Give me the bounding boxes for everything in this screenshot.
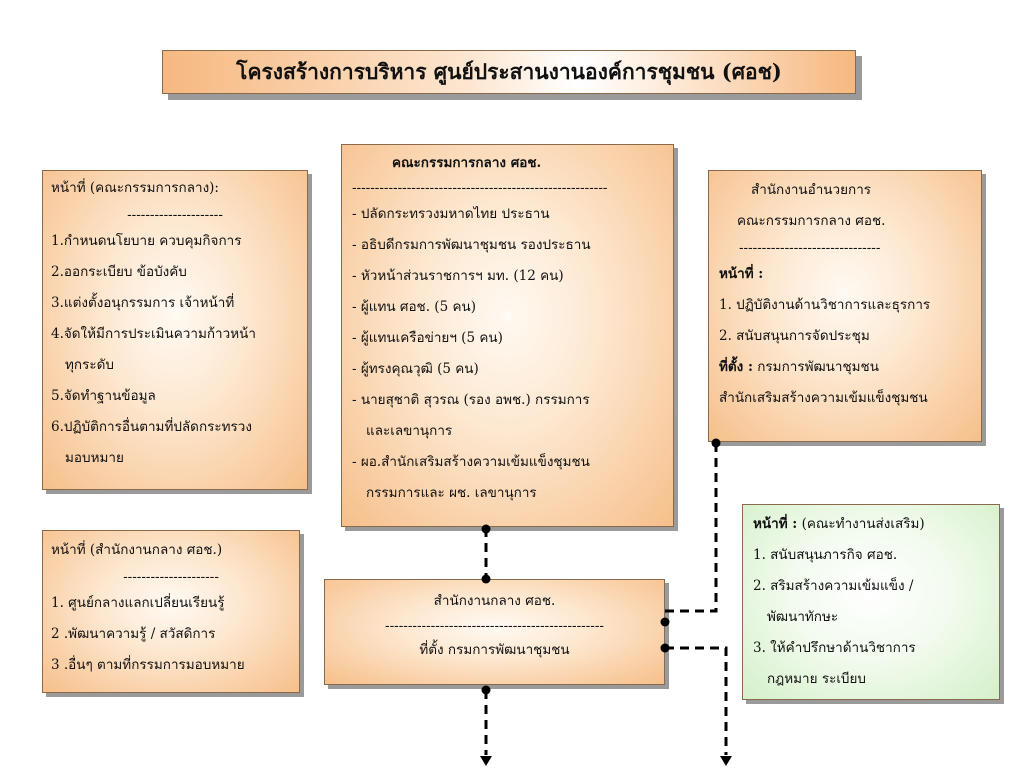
- divider: ----------------------------------------…: [385, 618, 604, 634]
- admin-office-heading: สำนักงานอำนวยการ: [751, 182, 872, 198]
- connector-dot: [481, 574, 491, 584]
- list-item: และเลขานุการ: [366, 423, 453, 439]
- list-item: - ผู้ทรงคุณวุฒิ (5 คน): [352, 361, 479, 377]
- list-item: มอบหมาย: [65, 450, 124, 466]
- connector-dot: [481, 685, 491, 695]
- central-office-heading: สำนักงานกลาง ศอช.: [433, 593, 556, 609]
- connector-dot: [660, 617, 670, 627]
- location-label: ที่ตั้ง :: [719, 359, 753, 375]
- list-item: 3 .อื่นๆ ตามที่กรรมการมอบหมาย: [51, 657, 245, 673]
- divider: ---------------------: [123, 569, 219, 585]
- divider: ---------------------: [127, 207, 223, 223]
- list-item: - หัวหน้าส่วนราชการฯ มท. (12 คน): [352, 268, 564, 284]
- list-item: ทุกระดับ: [65, 357, 114, 373]
- list-item: - ผู้แทนเครือข่ายฯ (5 คน): [352, 330, 503, 346]
- list-item: 2. สนับสนุนการจัดประชุม: [719, 328, 870, 344]
- list-item: พัฒนาทักษะ: [767, 609, 839, 625]
- location-line: ที่ตั้ง : กรมการพัฒนาชุมชน: [719, 352, 971, 383]
- box-admin-office: สำนักงานอำนวยการ คณะกรรมการกลาง ศอช. ---…: [708, 170, 982, 442]
- box-committee-duties: หน้าที่ (คณะกรรมการกลาง): --------------…: [42, 170, 308, 490]
- list-item: 3.แต่งตั้งอนุกรรมการ เจ้าหน้าที่: [51, 295, 235, 311]
- list-item: กฎหมาย ระเบียบ: [767, 671, 866, 687]
- list-item: 5.จัดทำฐานข้อมูล: [51, 388, 156, 404]
- working-group-heading: หน้าที่ : (คณะทำงานส่งเสริม): [753, 509, 989, 540]
- list-item: 2.ออกระเบียบ ข้อบังคับ: [51, 264, 187, 280]
- list-item: - อธิบดีกรมการพัฒนาชุมชน รองประธาน: [352, 237, 591, 253]
- divider: ----------------------------------------…: [352, 180, 608, 196]
- list-item: 1. สนับสนุนภารกิจ ศอช.: [753, 547, 898, 563]
- box-central-office-duties: หน้าที่ (สำนักงานกลาง ศอช.) ------------…: [42, 530, 300, 693]
- connector-dot: [481, 524, 491, 534]
- chart-title: โครงสร้างการบริหาร ศูนย์ประสานงานองค์การ…: [162, 50, 856, 94]
- list-item: 1.กำหนดนโยบาย ควบคุมกิจการ: [51, 233, 242, 249]
- central-office-location: ที่ตั้ง กรมการพัฒนาชุมชน: [419, 642, 570, 658]
- admin-office-heading: คณะกรรมการกลาง ศอช.: [737, 213, 886, 229]
- duty-label: หน้าที่ :: [753, 516, 798, 532]
- arrow-head-down: [480, 756, 492, 766]
- connector-office-to-admin: [665, 442, 718, 613]
- list-item: 2 .พัฒนาความรู้ / สวัสดิการ: [51, 626, 216, 642]
- list-item: กรรมการและ ผช. เลขานุการ: [366, 485, 537, 501]
- divider: -------------------------------: [739, 240, 881, 256]
- list-item: 4.จัดให้มีการประเมินความก้าวหน้า: [51, 326, 256, 342]
- list-item: 3. ให้คำปรึกษาด้านวิชาการ: [753, 640, 916, 656]
- arrow-head-down: [720, 756, 732, 766]
- list-item: 1. ศูนย์กลางแลกเปลี่ยนเรียนรู้: [51, 595, 225, 611]
- connector-dot: [711, 438, 721, 448]
- location-line: สำนักเสริมสร้างความเข้มแข็งชุมชน: [719, 390, 928, 406]
- list-item: - นายสุชาติ สุวรณ (รอง อพช.) กรรมการ: [352, 392, 590, 408]
- list-item: - ผู้แทน ศอช. (5 คน): [352, 299, 476, 315]
- committee-duties-heading: หน้าที่ (คณะกรรมการกลาง):: [51, 180, 219, 196]
- box-central-office: สำนักงานกลาง ศอช. ----------------------…: [324, 579, 665, 685]
- working-group-name: (คณะทำงานส่งเสริม): [801, 516, 925, 532]
- connector-dot: [660, 643, 670, 653]
- central-office-duties-heading: หน้าที่ (สำนักงานกลาง ศอช.): [51, 542, 223, 558]
- location-value: กรมการพัฒนาชุมชน: [757, 359, 879, 375]
- list-item: 2. สริมสร้างความเข้มแข็ง /: [753, 578, 914, 594]
- connector-office-to-down-right: [665, 646, 728, 755]
- list-item: - ปลัดกระทรวงมหาดไทย ประธาน: [352, 206, 550, 222]
- list-item: - ผอ.สำนักเสริมสร้างความเข้มแข็งชุมชน: [352, 454, 590, 470]
- box-central-committee: คณะกรรมการกลาง ศอช. --------------------…: [341, 144, 674, 527]
- box-working-group: หน้าที่ : (คณะทำงานส่งเสริม) 1. สนับสนุน…: [742, 504, 1000, 700]
- list-item: 6.ปฏิบัติการอื่นตามที่ปลัดกระทรวง: [51, 419, 252, 435]
- central-committee-heading: คณะกรรมการกลาง ศอช.: [392, 155, 542, 171]
- list-item: 1. ปฏิบัติงานด้านวิชาการและธุรการ: [719, 297, 931, 313]
- duty-label: หน้าที่ :: [719, 266, 764, 282]
